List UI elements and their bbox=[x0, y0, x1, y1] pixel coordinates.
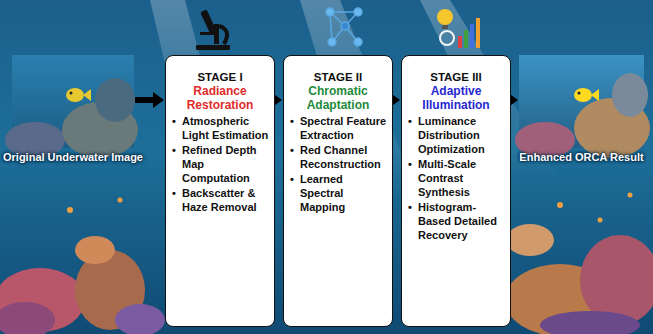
microscope-icon bbox=[196, 9, 230, 50]
bullet-item: Histogram-Based Detailed Recovery bbox=[406, 200, 506, 242]
enhanced-photo bbox=[515, 55, 650, 158]
stage-title: STAGE I bbox=[170, 70, 270, 84]
stage-heading: Chromatic Adaptation bbox=[288, 84, 388, 112]
original-photo bbox=[5, 55, 138, 158]
arrow-shaft bbox=[135, 97, 153, 103]
lightbulb-chart-icon bbox=[437, 9, 480, 48]
bullet-item: Backscatter & Haze Removal bbox=[170, 186, 270, 214]
bullet-item: Spectral Feature Extraction bbox=[288, 114, 388, 142]
flow-arrow bbox=[135, 92, 164, 108]
stage-heading: Adaptive Illumination bbox=[406, 84, 506, 112]
stage-title: STAGE II bbox=[288, 70, 388, 84]
image-frame: Enhanced ORCA Result bbox=[519, 55, 644, 148]
bullet-item: Multi-Scale Contrast Synthesis bbox=[406, 157, 506, 199]
bullet-item: Red Channel Reconstruction bbox=[288, 143, 388, 171]
image-frame: Original Underwater Image bbox=[12, 55, 134, 148]
image-caption: Enhanced ORCA Result bbox=[511, 151, 652, 164]
bullet-item: Atmospheric Light Estimation bbox=[170, 114, 270, 142]
arrow-head bbox=[153, 92, 164, 108]
stage-heading: Radiance Restoration bbox=[170, 84, 270, 112]
image-caption: Original Underwater Image bbox=[0, 151, 148, 164]
stage-box: STAGE IIChromatic AdaptationSpectral Fea… bbox=[283, 55, 393, 327]
bullet-item: Luminance Distribution Optimization bbox=[406, 114, 506, 156]
network-icon bbox=[326, 8, 362, 46]
stage-title: STAGE III bbox=[406, 70, 506, 84]
bullet-item: Learned Spectral Mapping bbox=[288, 172, 388, 214]
stage-box: STAGE IIIAdaptive IlluminationLuminance … bbox=[401, 55, 511, 327]
bullet-item: Refined Depth Map Computation bbox=[170, 143, 270, 185]
stage-box: STAGE IRadiance RestorationAtmospheric L… bbox=[165, 55, 275, 327]
